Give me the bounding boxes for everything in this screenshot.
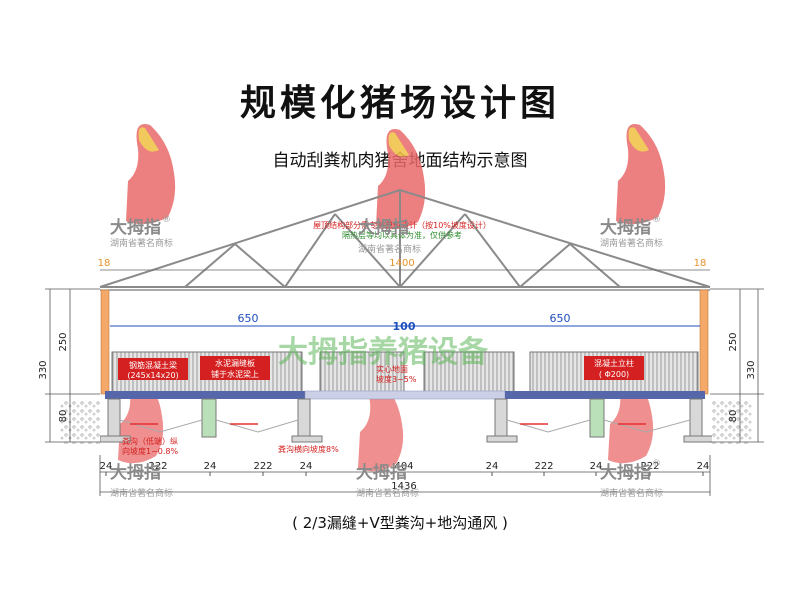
callout-pit-cross: 粪沟横向坡度8% — [278, 444, 339, 454]
bottom-width-label: 222 — [534, 461, 553, 472]
svg-text:湖南省著名商标: 湖南省著名商标 — [110, 237, 173, 249]
watermark-mark: 大拇指 ® 湖南省著名商标 — [600, 459, 663, 499]
pen-fence-center-right — [423, 351, 515, 393]
thumb-logo-icon — [616, 124, 666, 225]
diagram-caption: ( 2/3漏缝+V型粪沟+地沟通风 ) — [292, 514, 508, 532]
callout-beam: 钢筋混凝土梁 — [129, 360, 177, 370]
watermark-mark: 大拇指 ® 湖南省著名商标 — [600, 215, 663, 249]
svg-text:湖南省著名商标: 湖南省著名商标 — [358, 243, 421, 255]
callout-slat-box — [200, 356, 270, 380]
bottom-width-label: 24 — [590, 461, 603, 472]
bottom-width-label: 24 — [697, 461, 710, 472]
callout-slat-2: 铺于水泥梁上 — [211, 369, 259, 379]
svg-text:大拇指: 大拇指 — [110, 462, 161, 483]
svg-text:湖南省著名商标: 湖南省著名商标 — [110, 487, 173, 499]
bottom-width-label: 24 — [204, 461, 217, 472]
pen-left-width: 650 — [238, 312, 259, 325]
manure-pit-right — [486, 398, 715, 443]
callout-solid-slope: 坡度3~5% — [376, 374, 417, 384]
watermark-mark: 大拇指 湖南省著名商标 — [110, 462, 173, 499]
bottom-width-label: 222 — [253, 461, 272, 472]
callout-column: 混凝土立柱 — [594, 358, 634, 368]
watermark-mark: 大拇指 湖南省著名商标 — [358, 217, 421, 255]
page-title: 规模化猪场设计图 — [239, 83, 560, 124]
bottom-width-label: 404 — [394, 461, 413, 472]
svg-text:大拇指: 大拇指 — [110, 217, 161, 238]
height-pit-left: 80 — [58, 410, 69, 423]
height-wall-right: 250 — [728, 332, 739, 351]
callout-beam-box — [118, 358, 188, 380]
floor-slab-left — [105, 391, 305, 399]
bottom-width-label: 24 — [486, 461, 499, 472]
svg-text:大拇指: 大拇指 — [356, 462, 407, 483]
height-pit-right: 80 — [728, 410, 739, 423]
svg-text:®: ® — [652, 215, 661, 225]
svg-text:®: ® — [162, 215, 171, 225]
roof-truss — [99, 188, 711, 288]
svg-text:湖南省著名商标: 湖南省著名商标 — [600, 487, 663, 499]
ground-left — [60, 400, 100, 444]
watermark-mark: 大拇指 湖南省著名商标 — [356, 462, 419, 499]
span-dimension: 1400 18 18 — [98, 258, 710, 271]
height-wall-left: 250 — [58, 332, 69, 351]
svg-text:大拇指: 大拇指 — [358, 217, 409, 238]
callout-slat: 水泥漏缝板 — [215, 358, 255, 368]
watermark-mark: 大拇指 ® 湖南省著名商标 — [110, 215, 173, 249]
right-wall — [699, 289, 709, 395]
callout-beam-size: (245x14x20) — [127, 371, 178, 380]
bottom-dimension-lines — [99, 455, 711, 496]
height-total-left: 330 — [38, 360, 49, 379]
callout-solid: 实心地面 — [376, 364, 408, 374]
right-height-dimensions — [710, 288, 764, 443]
svg-text:大拇指: 大拇指 — [600, 217, 651, 238]
svg-text:湖南省著名商标: 湖南省著名商标 — [356, 487, 419, 499]
bottom-width-label: 222 — [148, 461, 167, 472]
bottom-width-label: 222 — [640, 461, 659, 472]
eave-right-label: 18 — [694, 258, 707, 269]
pen-right-width: 650 — [550, 312, 571, 325]
ground-right — [712, 400, 752, 444]
svg-text:大拇指: 大拇指 — [600, 462, 651, 483]
eave-left-label: 18 — [98, 258, 111, 269]
thumb-logo-icon — [376, 129, 426, 230]
callout-pit-long-2: 向坡度1~0.8% — [122, 446, 179, 456]
callout-column-size: ( Φ200) — [599, 370, 629, 379]
floor-slab-right — [505, 391, 705, 399]
floor-slab-solid — [304, 390, 506, 400]
left-height-dimensions — [45, 288, 100, 443]
span-label: 1400 — [389, 258, 414, 269]
bottom-width-label: 24 — [100, 461, 113, 472]
height-total-right: 330 — [746, 360, 757, 379]
watermark-banner: 大拇指养猪设备 — [278, 335, 489, 370]
svg-text:®: ® — [652, 459, 661, 469]
svg-text:湖南省著名商标: 湖南省著名商标 — [600, 237, 663, 249]
roof-note-line2: 隔热层等均以具体为准，仅供参考 — [342, 230, 462, 240]
bottom-width-label: 24 — [300, 461, 313, 472]
pen-fence-center-left — [319, 351, 405, 393]
bottom-width-labels: 24 222 24 222 24 404 24 222 24 222 24 — [100, 461, 710, 476]
left-wall — [100, 289, 110, 395]
manure-pit-left — [99, 398, 323, 443]
overall-width: 1436 — [391, 481, 416, 492]
aisle-width: 100 — [393, 320, 416, 333]
thumb-logo-icon — [126, 124, 176, 225]
callout-column-box — [584, 356, 644, 380]
roof-note-line1: 屋顶结构部分需专业单位设计（按10%坡度设计） — [313, 220, 491, 230]
callout-pit-long: 粪沟（低端）纵 — [122, 436, 178, 446]
